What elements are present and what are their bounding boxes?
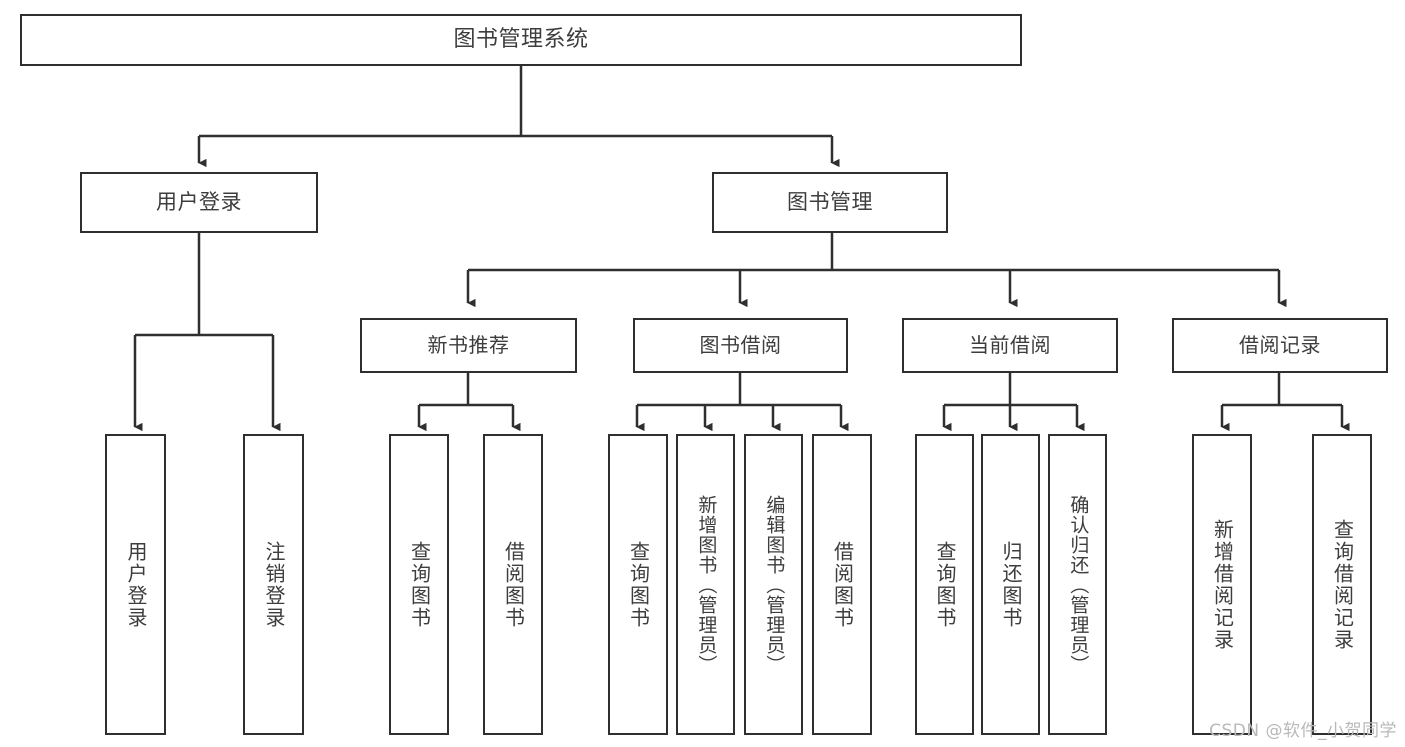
- node-label: 归还图书: [999, 540, 1023, 629]
- node-label: 确认归还（管理员）: [1067, 494, 1090, 675]
- node-label: 借阅图书: [830, 540, 855, 629]
- node-book-borrow[interactable]: 图书借阅: [633, 318, 848, 373]
- node-label: 图书借阅: [699, 333, 782, 357]
- node-label: 图书管理系统: [453, 27, 589, 53]
- node-label: 查询借阅记录: [1330, 518, 1355, 651]
- node-label: 当前借阅: [969, 333, 1051, 357]
- node-label: 借阅图书: [501, 540, 526, 629]
- node-leaf-edit-book-admin[interactable]: 编辑图书（管理员）: [744, 434, 803, 735]
- node-leaf-borrow-book-1[interactable]: 借阅图书: [483, 434, 543, 735]
- node-leaf-add-borrow-record[interactable]: 新增借阅记录: [1192, 434, 1252, 735]
- node-new-book-recommend[interactable]: 新书推荐: [360, 318, 577, 373]
- node-leaf-logout[interactable]: 注销登录: [243, 434, 304, 735]
- node-label: 查询图书: [626, 540, 651, 629]
- node-label: 注销登录: [262, 540, 286, 629]
- csdn-watermark: CSDN @软件_小贺同学: [1209, 721, 1397, 741]
- node-book-manage[interactable]: 图书管理: [712, 172, 948, 233]
- node-current-borrow[interactable]: 当前借阅: [902, 318, 1118, 373]
- node-leaf-add-book-admin[interactable]: 新增图书（管理员）: [676, 434, 735, 735]
- node-label: 编辑图书（管理员）: [763, 494, 786, 675]
- node-label: 新增图书（管理员）: [695, 494, 718, 675]
- node-label: 新增借阅记录: [1210, 518, 1235, 651]
- node-leaf-query-book-1[interactable]: 查询图书: [389, 434, 449, 735]
- node-user-login[interactable]: 用户登录: [80, 172, 318, 233]
- node-root-system[interactable]: 图书管理系统: [20, 14, 1022, 66]
- node-leaf-borrow-book-2[interactable]: 借阅图书: [812, 434, 872, 735]
- node-leaf-return-book[interactable]: 归还图书: [981, 434, 1040, 735]
- node-label: 图书管理: [787, 190, 873, 215]
- node-label: 用户登录: [124, 540, 148, 629]
- node-leaf-user-login[interactable]: 用户登录: [105, 434, 166, 735]
- node-leaf-query-borrow-record[interactable]: 查询借阅记录: [1312, 434, 1372, 735]
- node-label: 用户登录: [156, 190, 242, 215]
- node-label: 查询图书: [933, 540, 957, 629]
- node-label: 借阅记录: [1239, 333, 1321, 357]
- node-leaf-query-book-2[interactable]: 查询图书: [608, 434, 668, 735]
- node-leaf-confirm-return-admin[interactable]: 确认归还（管理员）: [1048, 434, 1107, 735]
- node-borrow-record[interactable]: 借阅记录: [1172, 318, 1388, 373]
- node-label: 新书推荐: [427, 333, 510, 357]
- node-label: 查询图书: [407, 540, 432, 629]
- node-leaf-query-book-3[interactable]: 查询图书: [915, 434, 974, 735]
